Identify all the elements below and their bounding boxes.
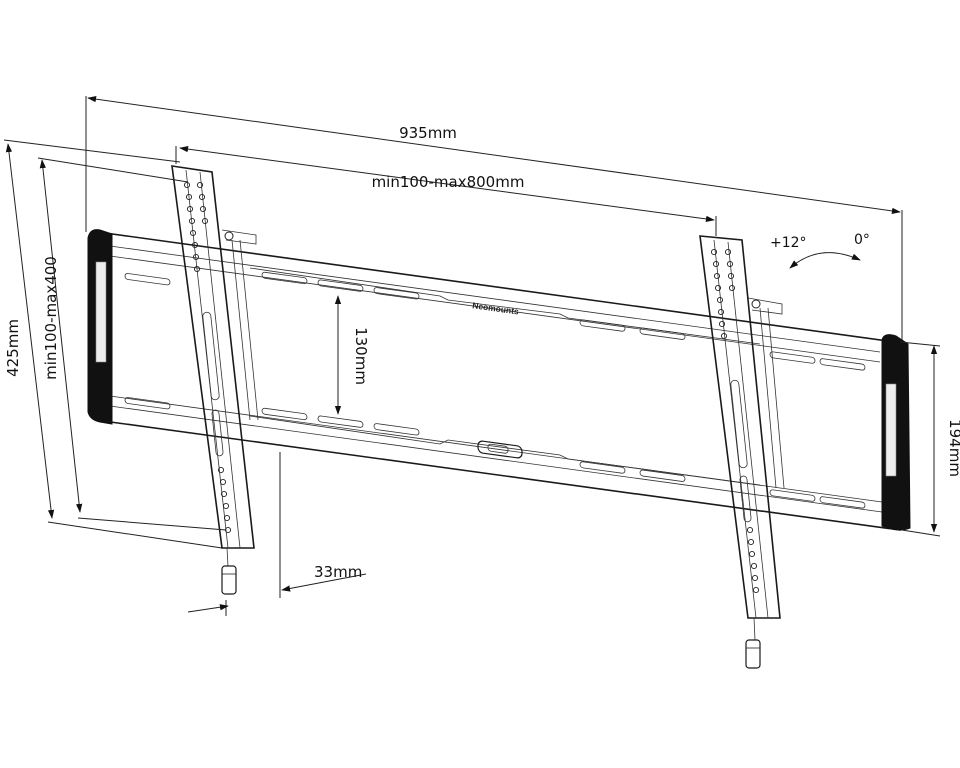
pull-cord-handle-right <box>745 639 761 669</box>
end-cap-left <box>87 229 113 425</box>
tilt-neutral-label: 0° <box>854 232 870 248</box>
wall-rail <box>95 231 901 531</box>
vesa-width-label: min100-max800mm <box>372 173 525 191</box>
rail-slots-bottom <box>124 397 866 509</box>
tilt-up-label: +12° <box>770 235 807 251</box>
dim-rail-height <box>899 341 941 537</box>
overall-width-label: 935mm <box>399 124 457 142</box>
vesa-height-label: min100-max400 <box>42 256 60 380</box>
rail-height-label: 194mm <box>946 419 960 477</box>
level-window <box>477 440 523 459</box>
dim-vesa-height <box>37 157 227 531</box>
dim-wall-distance <box>187 452 367 616</box>
wall-distance-label: 33mm <box>314 563 362 581</box>
end-cap-right <box>881 334 911 531</box>
rail-slots-top <box>124 271 866 371</box>
pull-cord-handle-left <box>221 565 237 595</box>
brand-label: Neomounts <box>472 300 520 316</box>
slot-spacing-label: 130mm <box>352 327 370 385</box>
overall-height-label: 425mm <box>4 319 22 377</box>
dim-vesa-width <box>175 145 717 236</box>
tv-bracket-left <box>171 165 259 595</box>
tv-bracket-right <box>699 235 785 669</box>
tilt-indicator <box>789 252 861 269</box>
